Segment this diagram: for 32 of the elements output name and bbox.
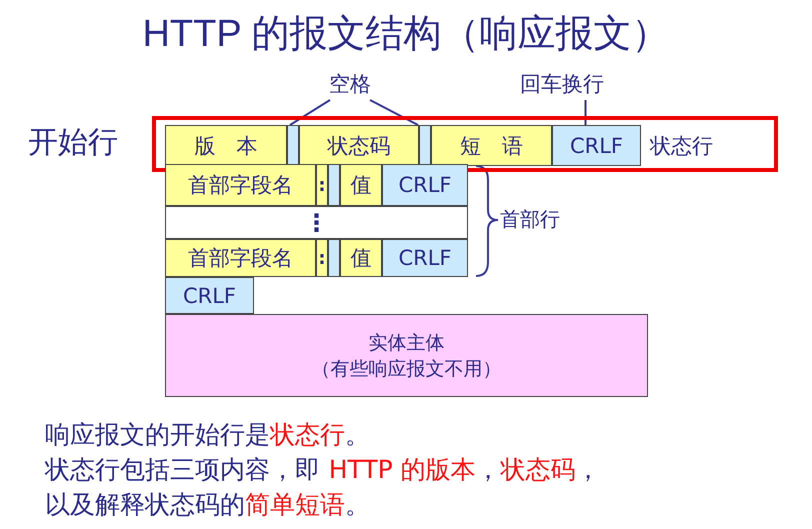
row-label: 状态行 (650, 133, 713, 160)
field-cell: CRLF (165, 277, 254, 314)
ellipsis-row: ⋮ (165, 206, 468, 239)
row-label: 开始行 (28, 124, 118, 162)
field-cell: 值 (340, 239, 382, 277)
leader-line (584, 100, 586, 125)
field-cell: 状态码 (299, 125, 419, 166)
space-cell (328, 164, 340, 206)
field-cell: 值 (340, 164, 382, 206)
space-cell (287, 125, 299, 166)
space-cell (328, 239, 340, 277)
field-cell: CRLF (382, 164, 468, 206)
field-cell: CRLF (552, 125, 641, 166)
field-cell: : (316, 164, 328, 206)
leader-line (370, 99, 418, 126)
field-cell: 版 本 (165, 125, 287, 166)
body-text: （有些响应报文不用） (312, 356, 502, 382)
field-cell: : (316, 239, 328, 277)
title: HTTP 的报文结构（响应报文） (141, 12, 671, 57)
body-text: 实体主体 (368, 330, 444, 356)
bracket-label: 首部行 (500, 206, 560, 233)
body-box (165, 314, 648, 397)
field-cell: 首部字段名 (165, 239, 316, 277)
field-cell: 首部字段名 (165, 164, 316, 206)
note-text: 以及解释状态码的简单短语。 (45, 489, 370, 521)
field-cell: CRLF (382, 239, 468, 277)
note-text: 响应报文的开始行是状态行。 (45, 419, 370, 451)
field-cell: 短 语 (431, 125, 552, 166)
annotation-text: 回车换行 (510, 70, 614, 100)
annotation-text: 空格 (318, 70, 382, 100)
space-cell (419, 125, 431, 166)
note-text: 状态行包括三项内容，即 HTTP 的版本，状态码， (45, 454, 601, 486)
